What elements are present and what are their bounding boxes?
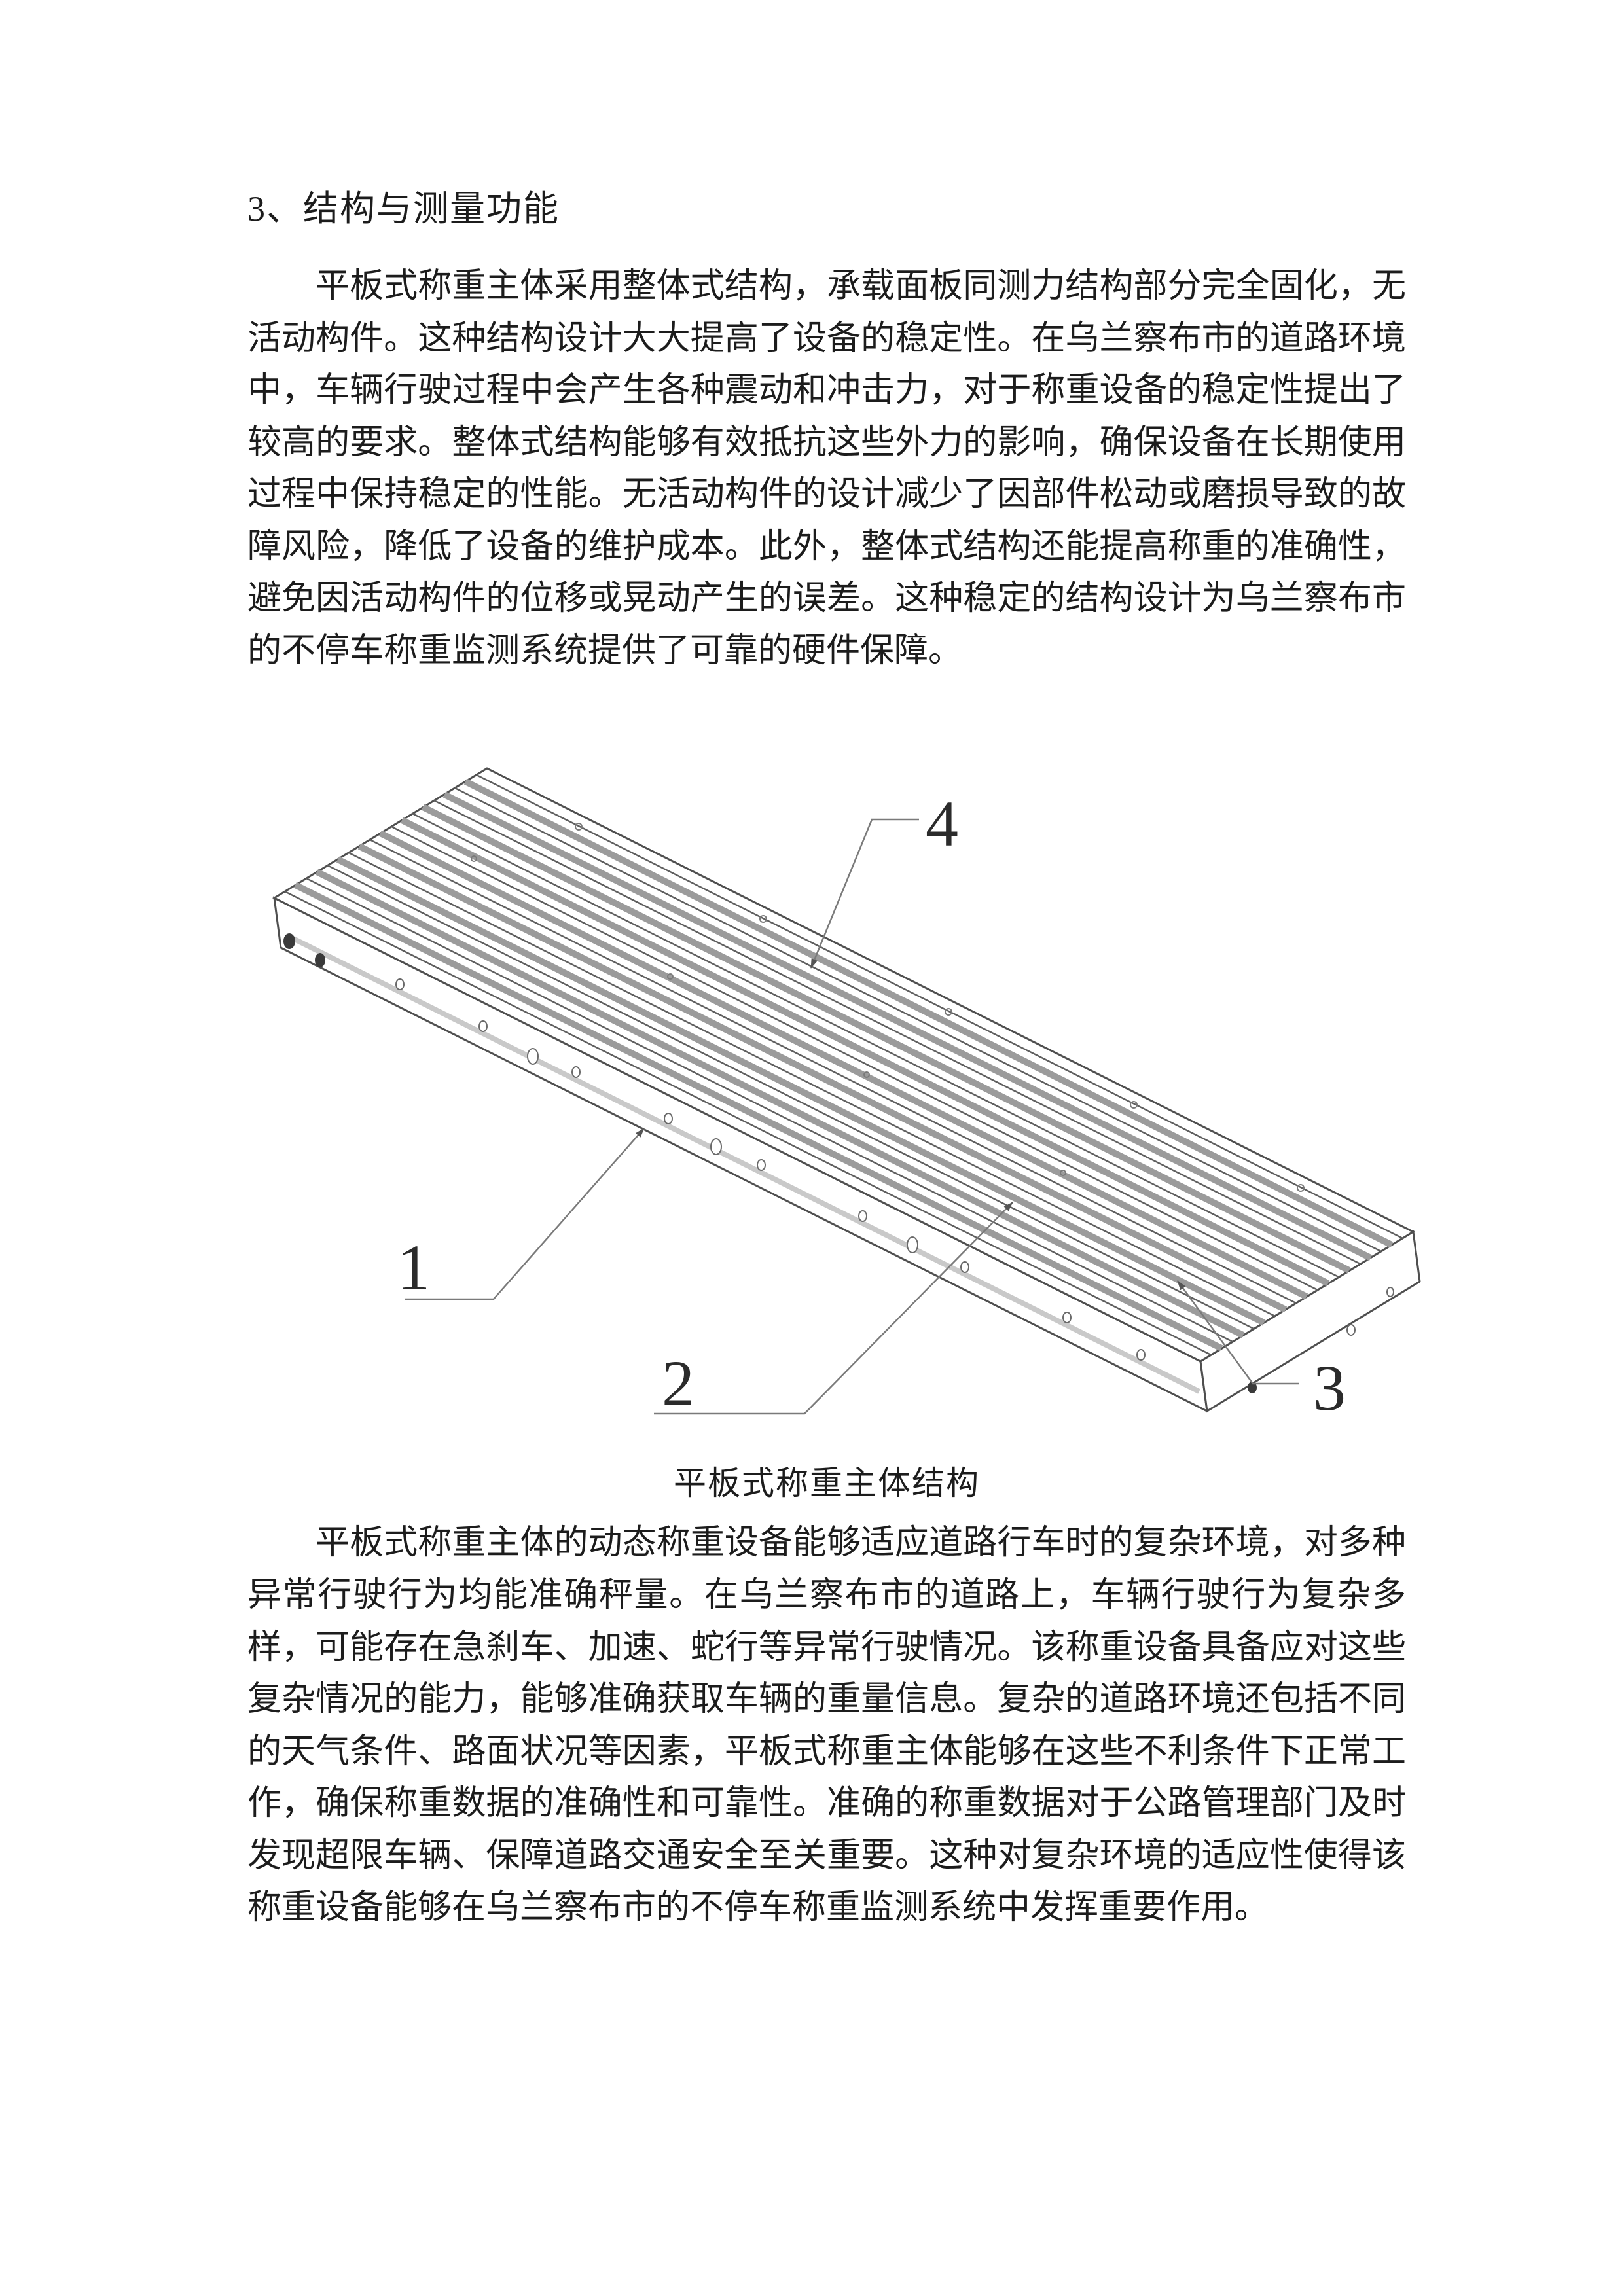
side-face-shading xyxy=(289,935,1200,1395)
part-label-3: 3 xyxy=(1313,1352,1346,1423)
leader-lines xyxy=(405,819,1299,1415)
part-label-2: 2 xyxy=(662,1347,695,1420)
part-label-1: 1 xyxy=(397,1231,430,1304)
leader-line-4 xyxy=(810,819,919,969)
structure-diagram: 4 1 2 3 xyxy=(272,767,1421,1423)
figure-weighing-platform: 4 1 2 3 xyxy=(251,761,1430,1423)
paragraph-structure-description: 平板式称重主体采用整体式结构，承载面板同测力结构部分完全固化，无活动构件。这种结… xyxy=(247,268,1406,670)
end-face-bolt-holes xyxy=(1248,1287,1394,1394)
leader-line-2 xyxy=(654,1202,1013,1415)
figure-caption: 平板式称重主体结构 xyxy=(674,1465,980,1502)
section-heading: 3、结构与测量功能 xyxy=(247,189,560,228)
top-face-fastener-dots xyxy=(471,823,1305,1193)
top-face-stripes xyxy=(284,774,1403,1356)
paragraph-adaptability-description: 平板式称重主体的动态称重设备能够适应道路行车时的复杂环境，对多种异常行驶行为均能… xyxy=(247,1524,1406,1927)
leader-line-3 xyxy=(1176,1280,1299,1385)
leader-line-1 xyxy=(405,1128,645,1300)
side-face-bolt-holes xyxy=(283,933,1146,1361)
part-label-4: 4 xyxy=(926,787,958,860)
